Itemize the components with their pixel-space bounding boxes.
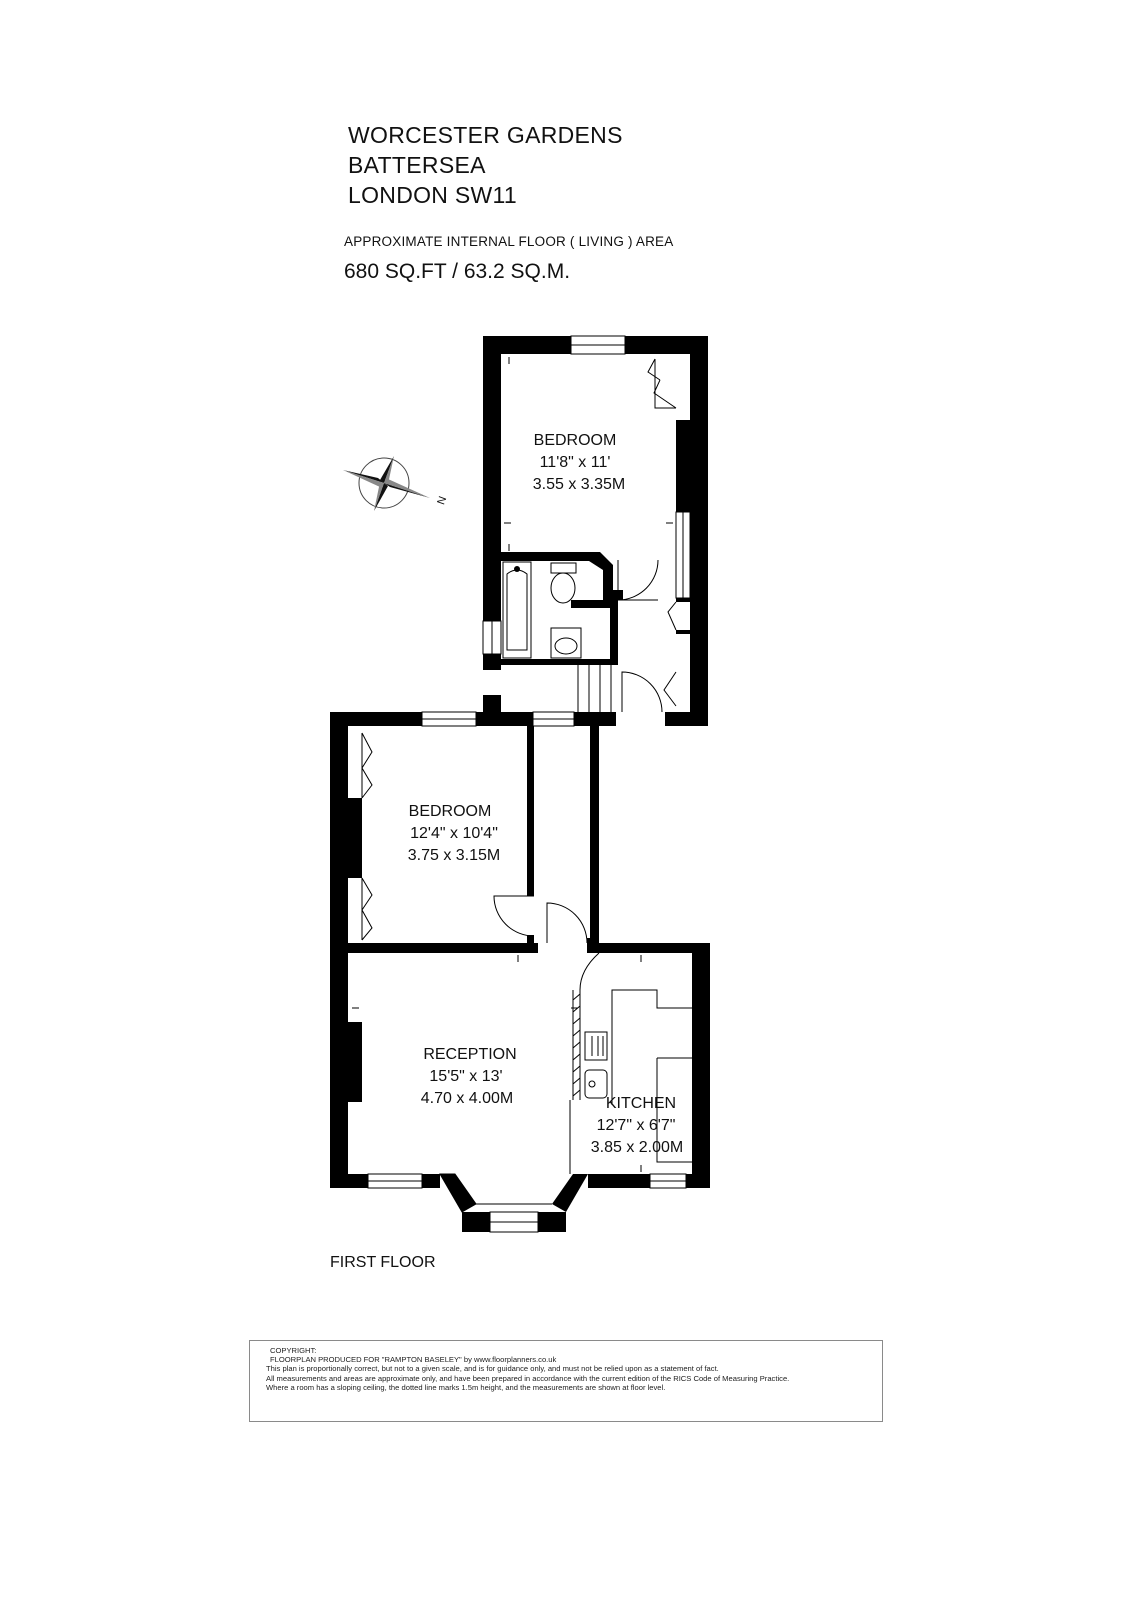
room-name: RECEPTION bbox=[423, 1046, 516, 1063]
copyright-produced-for: FLOORPLAN PRODUCED FOR "RAMPTON BASELEY"… bbox=[270, 1355, 557, 1365]
copyright-line: Where a room has a sloping ceiling, the … bbox=[266, 1382, 666, 1392]
room-name: KITCHEN bbox=[606, 1095, 676, 1112]
room-name: BEDROOM bbox=[534, 432, 617, 449]
compass-icon: N bbox=[343, 456, 449, 511]
floor-label: FIRST FLOOR bbox=[330, 1254, 436, 1271]
room-metric: 3.85 x 2.00M bbox=[591, 1139, 684, 1156]
copyright-title: COPYRIGHT: bbox=[270, 1346, 317, 1355]
room-label-bedroom-1: BEDROOM 11'8" x 11' 3.55 x 3.35M bbox=[533, 432, 626, 493]
room-name: BEDROOM bbox=[409, 803, 492, 820]
room-metric: 3.55 x 3.35M bbox=[533, 476, 626, 493]
room-label-bedroom-2: BEDROOM 12'4" x 10'4" 3.75 x 3.15M bbox=[408, 803, 501, 864]
compass-north-label: N bbox=[435, 495, 449, 507]
room-imperial: 15'5" x 13' bbox=[429, 1068, 502, 1085]
room-imperial: 11'8" x 11' bbox=[540, 454, 611, 471]
address-line-street: WORCESTER GARDENS bbox=[348, 122, 623, 148]
room-label-kitchen: KITCHEN 12'7" x 6'7" 3.85 x 2.00M bbox=[591, 1095, 684, 1156]
copyright-box: COPYRIGHT: FLOORPLAN PRODUCED FOR "RAMPT… bbox=[249, 1340, 883, 1422]
room-label-reception: RECEPTION 15'5" x 13' 4.70 x 4.00M bbox=[421, 1046, 517, 1107]
copyright-line: This plan is proportionally correct, but… bbox=[266, 1364, 719, 1374]
room-metric: 4.70 x 4.00M bbox=[421, 1090, 514, 1107]
room-imperial: 12'4" x 10'4" bbox=[410, 825, 498, 842]
copyright-line: All measurements and areas are approxima… bbox=[266, 1373, 790, 1383]
area-label: APPROXIMATE INTERNAL FLOOR ( LIVING ) AR… bbox=[344, 234, 674, 249]
walls bbox=[483, 336, 708, 726]
area-value: 680 SQ.FT / 63.2 SQ.M. bbox=[344, 260, 571, 283]
address-line-city: LONDON SW11 bbox=[348, 182, 518, 208]
room-metric: 3.75 x 3.15M bbox=[408, 847, 501, 864]
room-imperial: 12'7" x 6'7" bbox=[597, 1117, 676, 1134]
address-line-district: BATTERSEA bbox=[348, 152, 486, 178]
